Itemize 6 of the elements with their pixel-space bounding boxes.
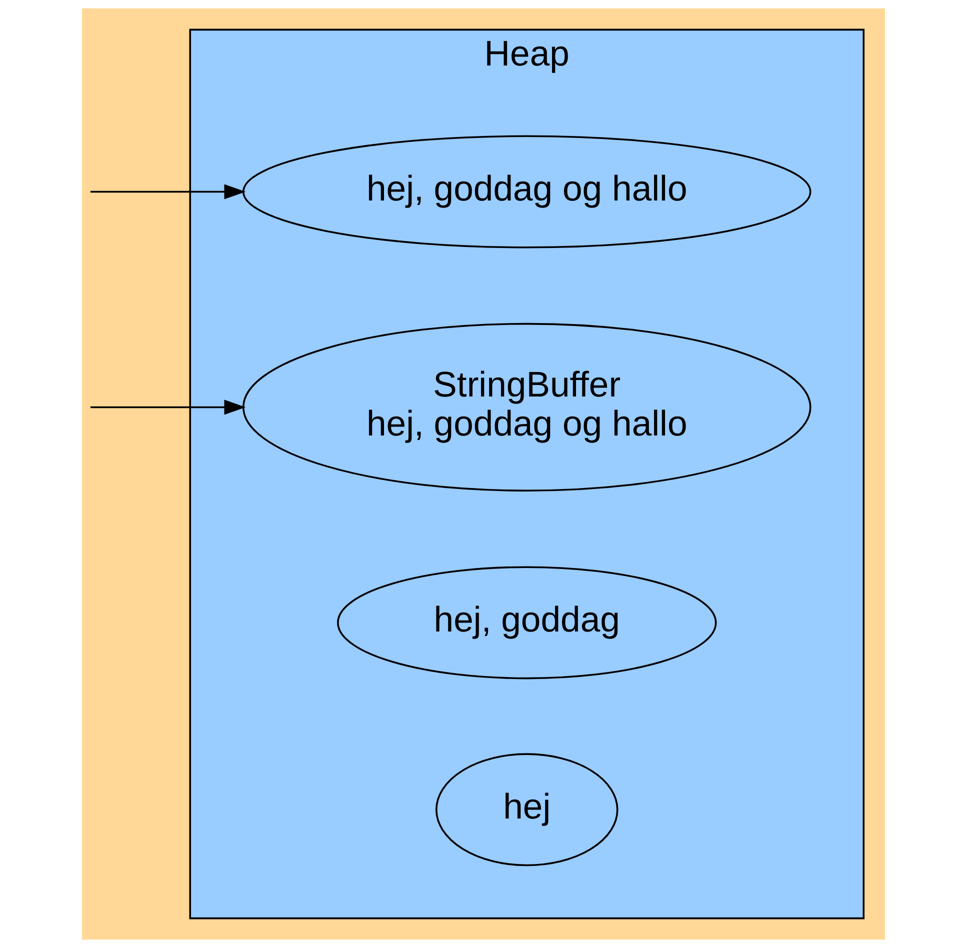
arrow bbox=[90, 184, 246, 200]
arrow bbox=[90, 400, 246, 415]
node-ellipse: StringBuffer hej, goddag og hallo bbox=[242, 322, 812, 492]
node-ellipse: hej, goddag bbox=[337, 566, 717, 680]
node-ellipse: hej bbox=[436, 753, 618, 866]
node-ellipse: hej, goddag og hallo bbox=[242, 135, 812, 248]
